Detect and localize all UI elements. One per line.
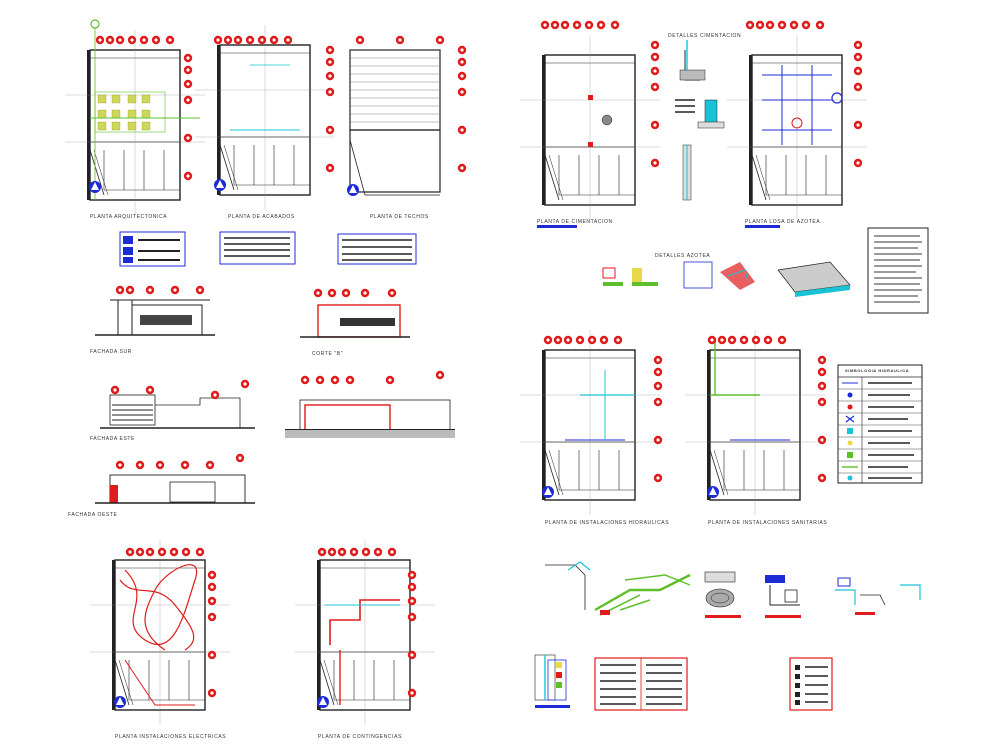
title-arquitectonica: PLANTA ARQUITECTONICA (90, 214, 168, 220)
plan-acabados (194, 24, 336, 211)
plan-techos (347, 49, 441, 196)
plan-losa-azotea (726, 34, 868, 221)
plan-arquitectonica (64, 19, 206, 216)
fachada-sur (95, 285, 215, 336)
title-cimentacion: PLANTA DE CIMENTACION (537, 219, 613, 225)
title-contingencias: PLANTA DE CONTINGENCIAS (318, 734, 402, 740)
title-fachada-sur: FACHADA SUR (90, 349, 132, 355)
plan-electricas (89, 539, 231, 726)
notes-box (867, 227, 929, 314)
title-hidraulicas: PLANTA DE INSTALACIONES HIDRAULICAS (545, 520, 670, 526)
title-techos: PLANTA DE TECHOS (370, 214, 429, 220)
plan-cimentacion (519, 34, 661, 221)
detalles-cimentacion (675, 40, 725, 201)
title-detalles-cimentacion: DETALLES CIMENTACION (668, 33, 742, 39)
legend-table-3 (337, 233, 417, 265)
title-detalles-azotea: DETALLES AZOTEA (655, 253, 711, 259)
title-acabados: PLANTA DE ACABADOS (228, 214, 295, 220)
corte-section-2 (285, 370, 455, 438)
plan-contingencias (294, 539, 436, 726)
corte-b (300, 288, 410, 338)
title-losa-azotea: PLANTA LOSA DE AZOTEA (745, 219, 821, 225)
tabla-simbolos (789, 657, 833, 711)
registro-detalle (704, 571, 921, 618)
title-electricas: PLANTA INSTALACIONES ELECTRICAS (115, 734, 227, 740)
title-corte-b: CORTE "B" (312, 351, 344, 357)
simbologia-hidraulica (837, 364, 923, 484)
plan-hidraulicas (519, 329, 661, 516)
legend-table-2 (219, 231, 296, 265)
isometric-hidraulica (545, 561, 691, 616)
title-fachada-oeste: FACHADA OESTE (68, 512, 118, 518)
plan-sanitarias (684, 329, 826, 516)
title-simbologia-hidraulica: SIMBOLOGIA HIDRAULICA (845, 368, 910, 373)
fachada-este (100, 379, 255, 429)
tabla-muebles (594, 657, 688, 711)
legend-table-1 (119, 231, 186, 267)
fachada-oeste (95, 453, 255, 504)
title-sanitarias: PLANTA DE INSTALACIONES SANITARIAS (708, 520, 828, 526)
detalles-azotea (602, 261, 851, 297)
title-fachada-este: FACHADA ESTE (90, 436, 135, 442)
tinaco-detalle (534, 654, 570, 708)
